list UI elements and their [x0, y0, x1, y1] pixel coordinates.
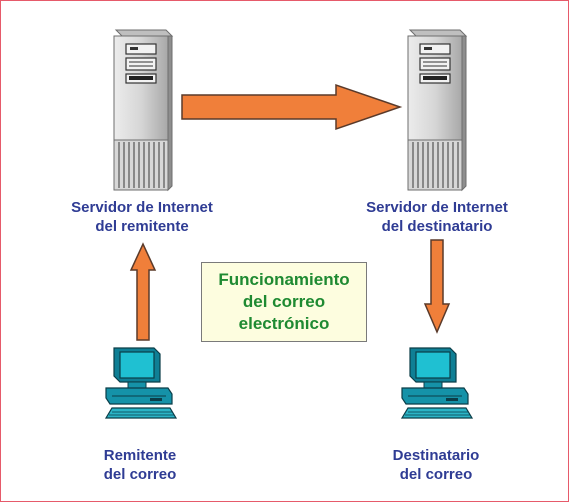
diagram-title-line3: electrónico [238, 314, 330, 333]
recipient-label-line1: Destinatario [392, 447, 480, 464]
recipient-label: Destinatario del correo [376, 446, 496, 484]
recipient-label-line2: del correo [399, 466, 473, 483]
recipient-computer-icon [401, 347, 473, 419]
sender-server-label: Servidor de Internet del remitente [52, 198, 232, 236]
sender-label-line1: Remitente [103, 447, 177, 464]
diagram-title-line1: Funcionamiento [218, 270, 350, 289]
sender-label-line2: del correo [103, 466, 177, 483]
diagram-title-box: Funcionamiento del correo electrónico [201, 262, 367, 342]
sender-label: Remitente del correo [80, 446, 200, 484]
arrow-right-icon [181, 83, 403, 131]
diagram-title-line2: del correo [242, 292, 326, 311]
sender-computer-icon [105, 347, 177, 419]
recipient-server-icon [407, 29, 467, 191]
sender-server-icon [113, 29, 173, 191]
arrow-up-icon [129, 242, 157, 341]
recipient-server-label: Servidor de Internet del destinatario [347, 198, 527, 236]
sender-server-label-line1: Servidor de Internet [71, 199, 213, 216]
sender-server-label-line2: del remitente [95, 218, 189, 235]
recipient-server-label-line2: del destinatario [381, 218, 493, 235]
arrow-down-icon [423, 239, 451, 334]
recipient-server-label-line1: Servidor de Internet [366, 199, 508, 216]
